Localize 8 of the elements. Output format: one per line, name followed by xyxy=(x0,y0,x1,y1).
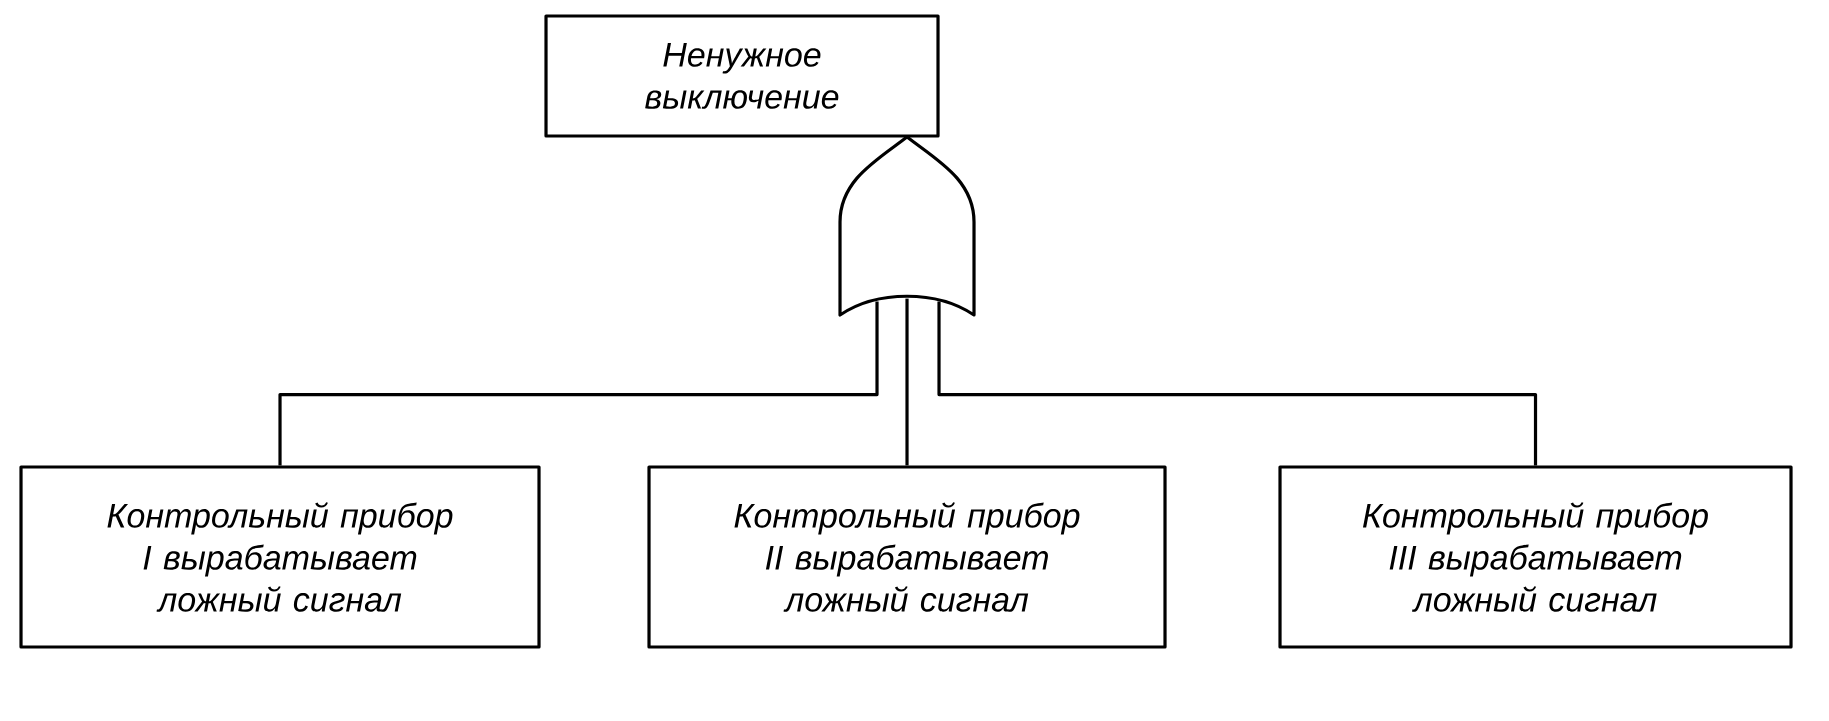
event-box: Ненужное выключение xyxy=(544,14,940,138)
event-box: Контрольный прибор III вырабатывает ложный сигнал xyxy=(1278,465,1793,649)
event-box: Контрольный прибор I вырабатывает ложный сигнал xyxy=(19,465,541,649)
event-box: Контрольный прибор II вырабатывает ложный сигнал xyxy=(647,465,1167,649)
connector-line xyxy=(278,301,879,466)
or-gate xyxy=(838,135,976,317)
connector-line xyxy=(937,301,1538,466)
connector-line xyxy=(905,298,909,466)
